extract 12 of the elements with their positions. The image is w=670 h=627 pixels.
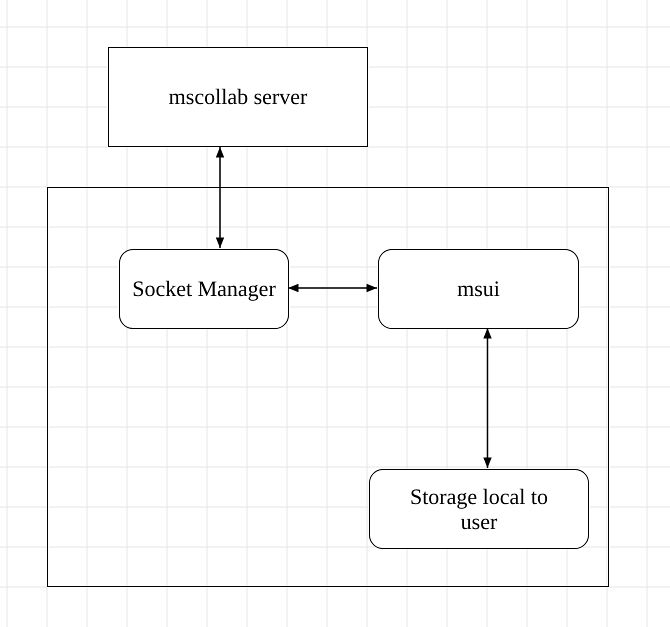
node-label: msui xyxy=(457,276,500,302)
process-box xyxy=(378,249,579,329)
container-box xyxy=(47,187,609,587)
node-label: mscollab server xyxy=(168,84,308,110)
process-box xyxy=(119,249,289,329)
node-label: Storage local to user xyxy=(408,484,550,534)
arrow xyxy=(483,328,492,468)
arrow xyxy=(288,284,377,292)
arrow xyxy=(216,147,224,248)
process-box xyxy=(369,469,589,549)
node-label: Socket Manager xyxy=(132,276,276,302)
server-box xyxy=(108,47,368,147)
